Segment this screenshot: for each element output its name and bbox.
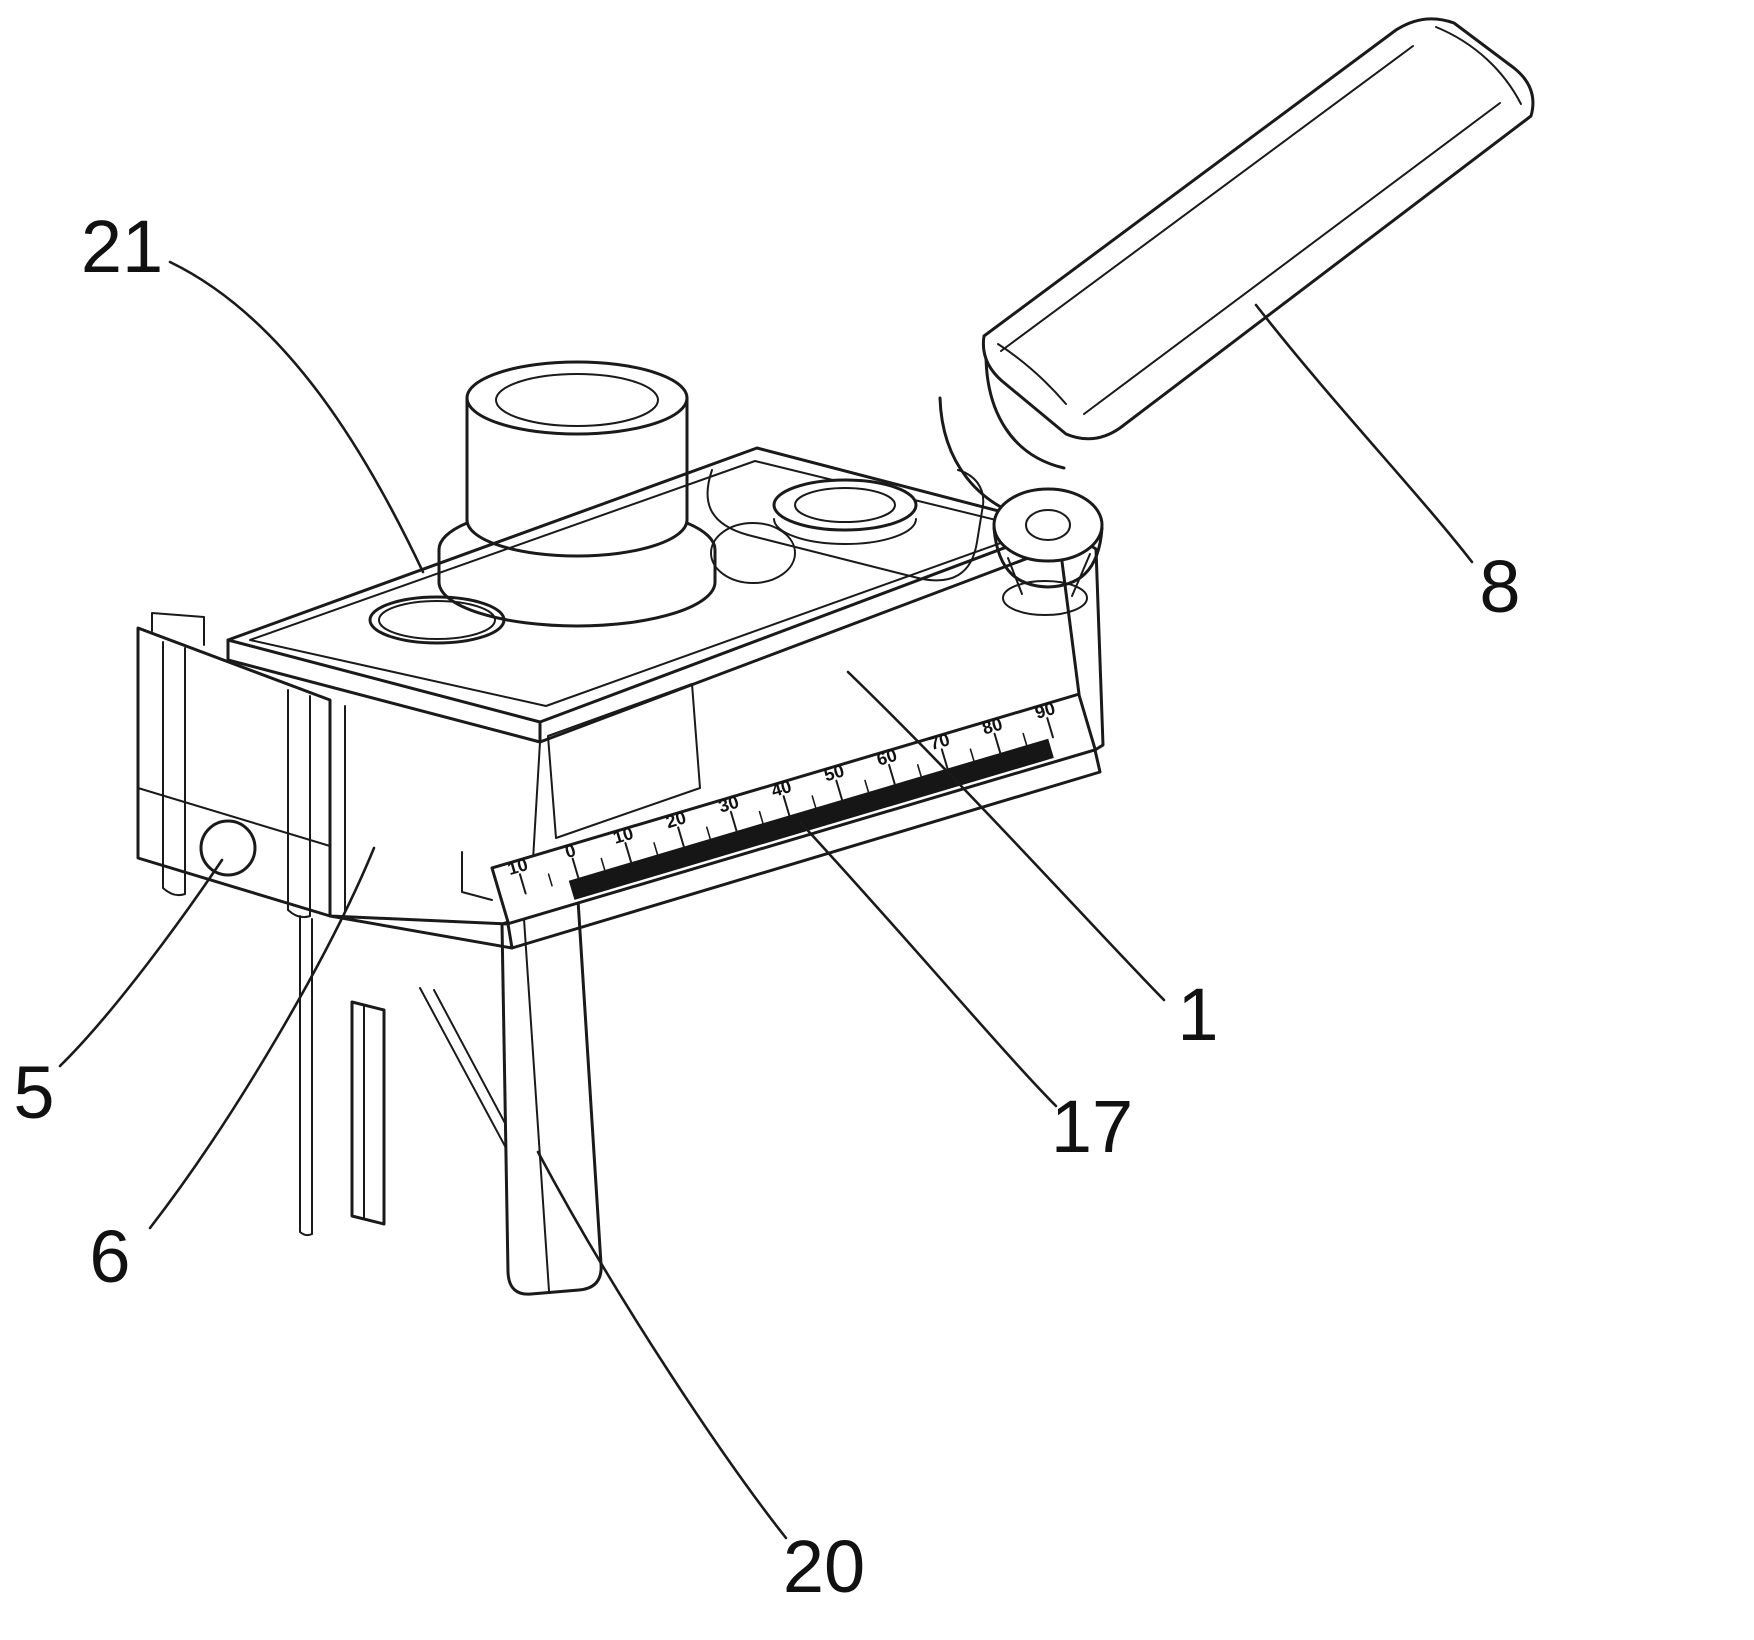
clamp-block-tab xyxy=(151,612,205,646)
plate-hole-left xyxy=(368,595,506,645)
rear-slide-lines xyxy=(299,915,313,1237)
ref-label-20: 20 xyxy=(783,1525,865,1608)
ref-label-6: 6 xyxy=(89,1215,130,1298)
ruler-minor-ticks xyxy=(547,732,1028,887)
body-front-divider xyxy=(344,705,541,913)
lower-jaw-group xyxy=(299,898,603,1296)
leader-line-20 xyxy=(536,1150,788,1540)
reference-numerals: 21 8 5 6 1 17 20 xyxy=(13,205,1520,1608)
linkage-arm-inner xyxy=(984,352,1066,470)
jaw-bar xyxy=(500,898,603,1296)
linkage-group xyxy=(938,352,1104,616)
ruler-major-ticks xyxy=(518,717,1054,895)
top-recess-u-wall xyxy=(706,469,985,582)
body-left-outline xyxy=(328,700,514,950)
linkage-base-boss xyxy=(1002,580,1088,616)
ref-label-17: 17 xyxy=(1051,1085,1133,1168)
diagonal-brace xyxy=(419,987,515,1149)
tube-bottom-arc xyxy=(465,518,689,558)
ref-label-21: 21 xyxy=(81,205,163,288)
handle-facet-top xyxy=(1000,45,1414,352)
pivot-cylinder-bottom xyxy=(992,526,1104,589)
ruler-group: 10 0 10 20 30 40 50 60 70 80 90 xyxy=(490,692,1097,926)
leader-lines xyxy=(58,260,1474,1540)
round-boss xyxy=(710,522,796,584)
clamp-block-crease xyxy=(137,787,331,847)
leader-line-1 xyxy=(846,670,1166,1002)
leader-line-6 xyxy=(148,846,376,1230)
clamp-block-slot-right xyxy=(287,689,311,919)
clamp-pin xyxy=(199,819,257,877)
pivot-cylinder xyxy=(992,487,1104,563)
collar-top-arcs xyxy=(437,521,717,552)
clamp-block-group xyxy=(136,612,332,919)
tube-bore xyxy=(495,373,659,427)
ref-label-1: 1 xyxy=(1177,973,1218,1056)
tube-sides xyxy=(465,396,689,522)
jaw-bar-edge xyxy=(523,918,550,1292)
leader-line-8 xyxy=(1254,303,1474,564)
handle-tip-chamfer xyxy=(1435,26,1522,105)
thin-back-bar xyxy=(350,1000,386,1226)
leader-line-5 xyxy=(58,858,224,1068)
leader-line-17 xyxy=(798,820,1058,1108)
front-step xyxy=(461,851,493,901)
leader-line-21 xyxy=(168,260,425,574)
handle-outline xyxy=(981,17,1535,441)
handle-group xyxy=(981,17,1535,441)
tube-top xyxy=(465,360,689,436)
ruler-black-band xyxy=(568,738,1054,900)
plate-hole-left-rim xyxy=(378,600,496,640)
knob-group xyxy=(437,360,717,628)
top-plate-group xyxy=(226,446,1062,744)
drill-bushing-inner xyxy=(794,487,896,523)
collar-sides xyxy=(437,548,717,584)
top-plate-face xyxy=(226,446,1062,724)
clamp-block-slot-left xyxy=(162,641,186,897)
handle-facet-bottom xyxy=(1083,102,1501,415)
pivot-axle xyxy=(1025,509,1071,541)
ref-label-8: 8 xyxy=(1479,545,1520,628)
body-bottom-band xyxy=(506,748,1102,950)
ref-label-5: 5 xyxy=(13,1051,54,1134)
collar-bottom xyxy=(437,580,717,628)
handle-butt-line xyxy=(997,343,1067,405)
